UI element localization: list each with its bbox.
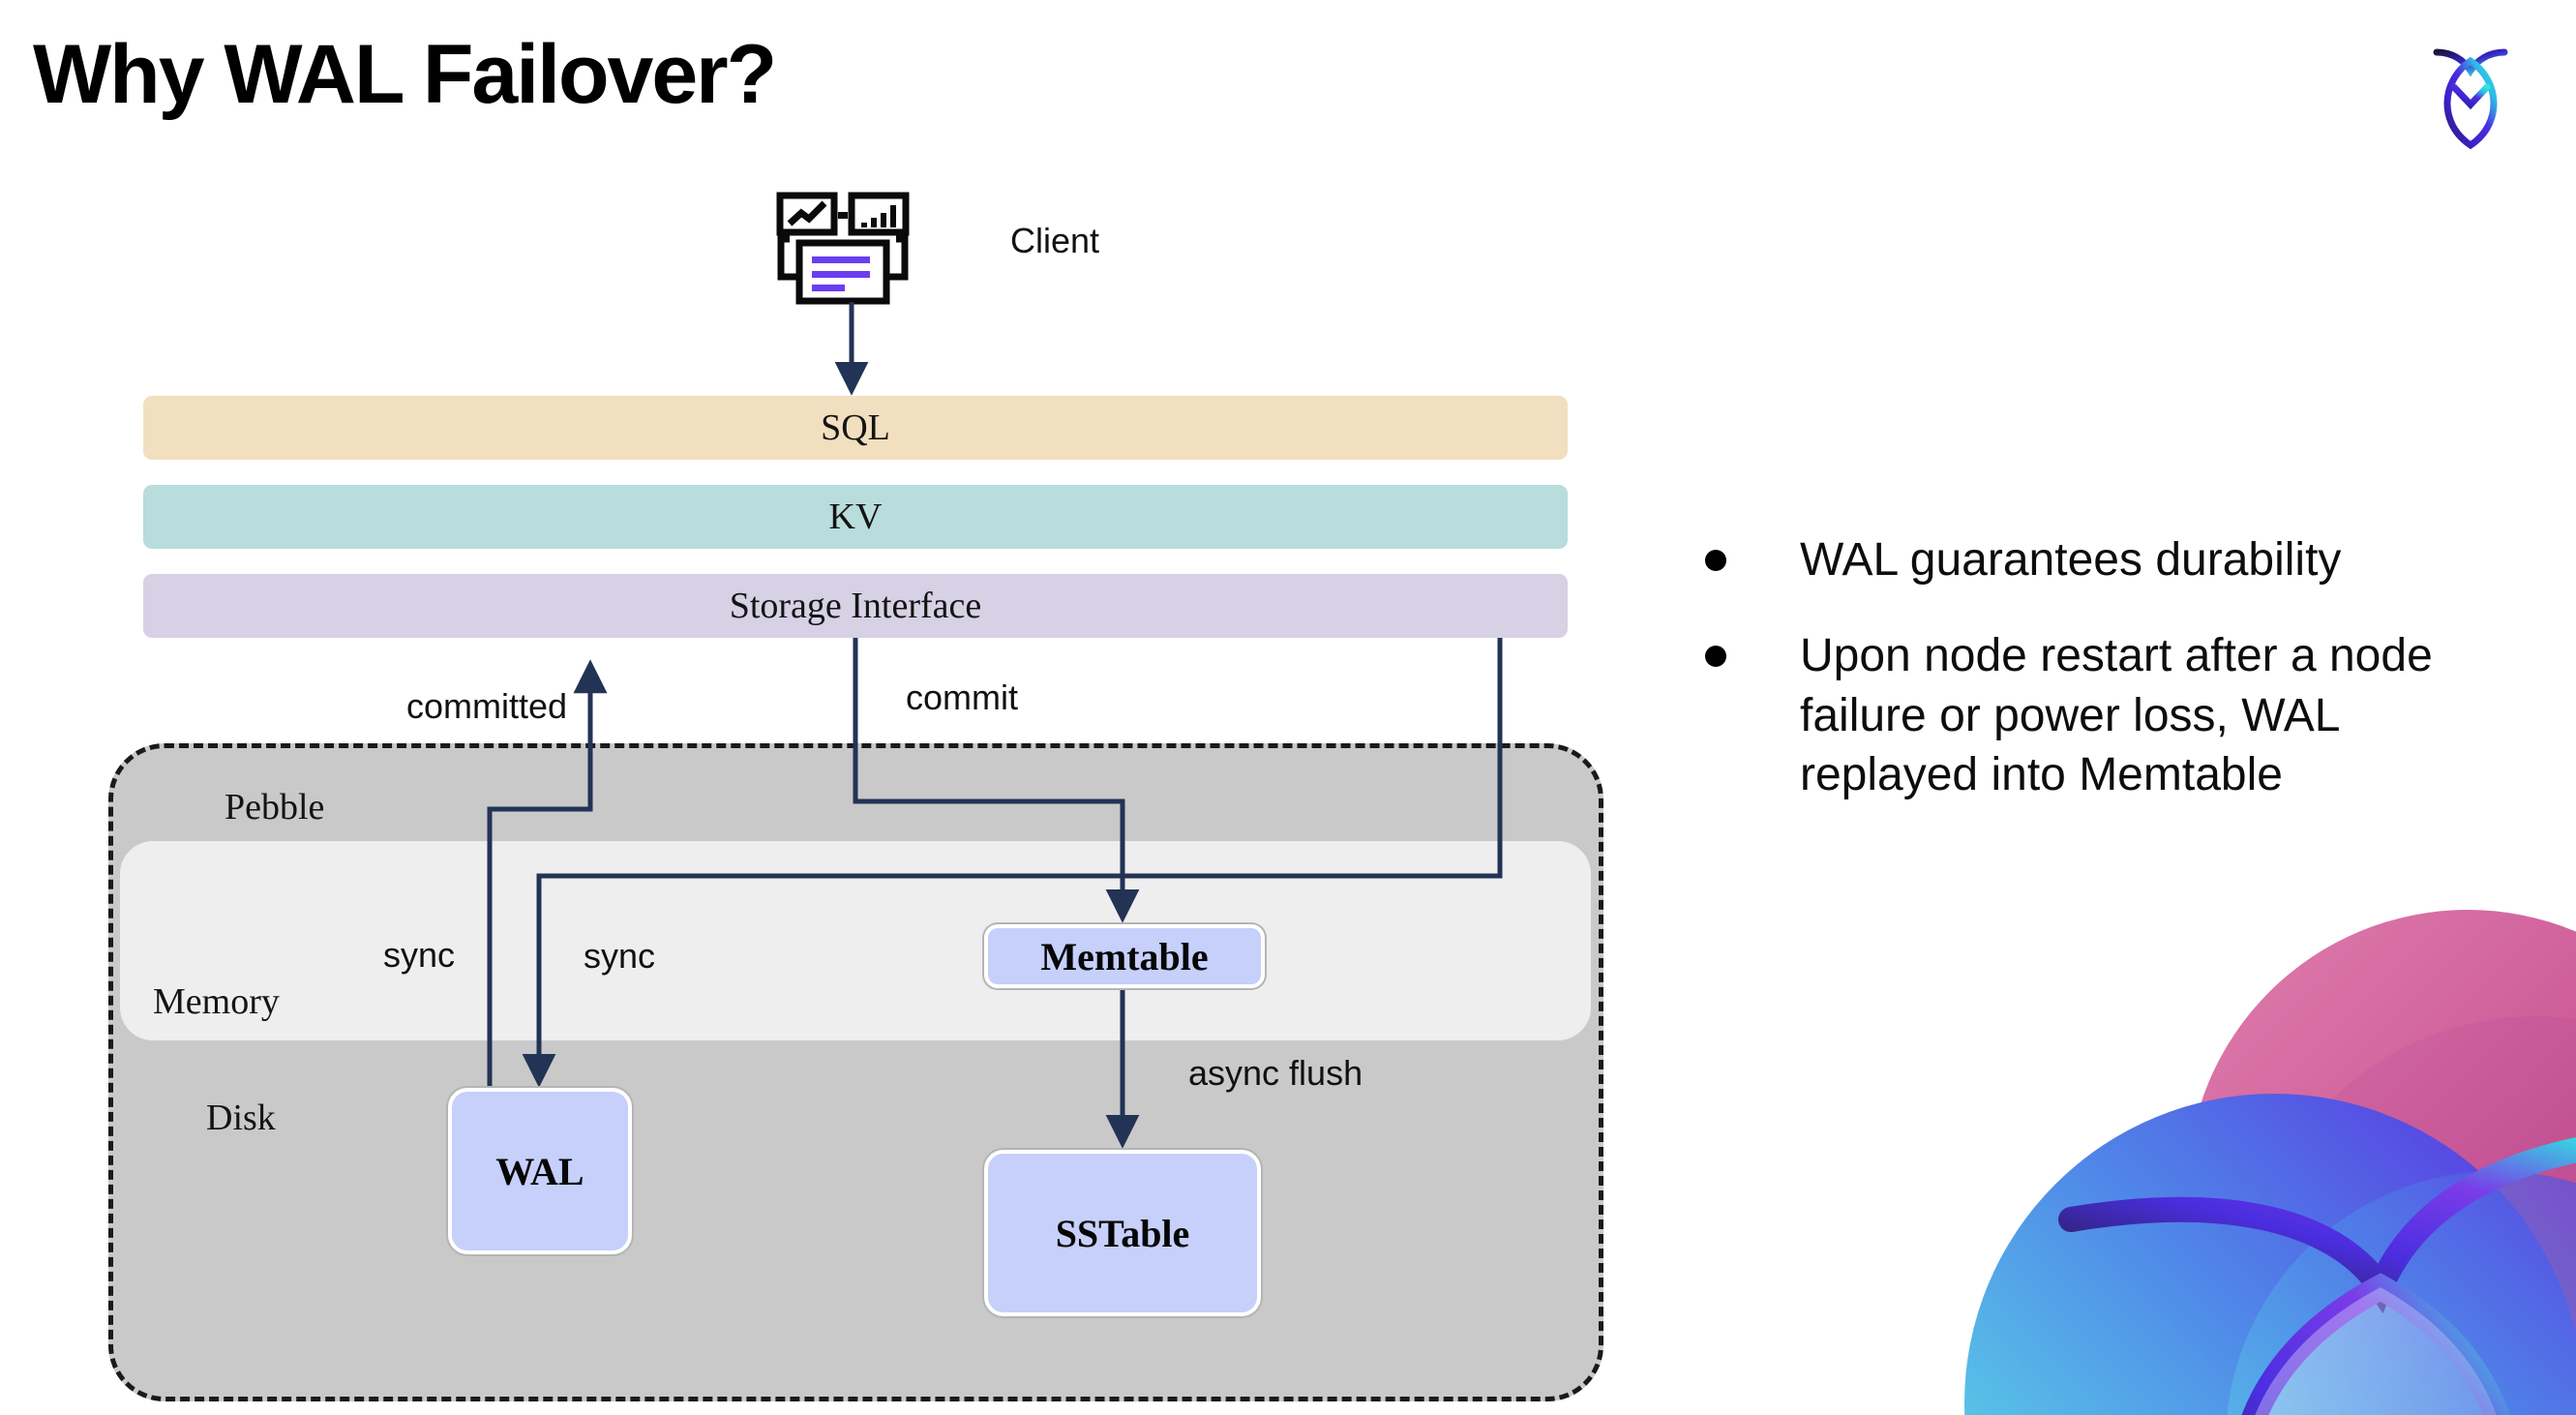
diagram-box-sstable: SSTable bbox=[984, 1150, 1261, 1316]
edge-label-committed: committed bbox=[406, 686, 568, 726]
client-dashboard-icon bbox=[774, 192, 929, 308]
layer-bar-kv-label: KV bbox=[828, 497, 883, 537]
memory-region bbox=[120, 841, 1591, 1040]
bullet-item: Upon node restart after a node failure o… bbox=[1705, 626, 2508, 804]
page-title: Why WAL Failover? bbox=[33, 28, 777, 121]
bullet-text: WAL guarantees durability bbox=[1800, 534, 2342, 586]
layer-bar-kv: KV bbox=[143, 485, 1568, 549]
edge-label-sync-left: sync bbox=[383, 935, 456, 975]
pebble-label: Pebble bbox=[225, 787, 325, 828]
layer-bar-sql: SQL bbox=[143, 396, 1568, 460]
diagram-box-wal-label: WAL bbox=[495, 1149, 584, 1193]
edge-label-sync-right: sync bbox=[584, 936, 656, 976]
client-label: Client bbox=[1010, 221, 1100, 260]
diagram-box-sstable-label: SSTable bbox=[1055, 1211, 1190, 1255]
bullet-dot-icon bbox=[1705, 646, 1726, 668]
bullet-dot-icon bbox=[1705, 550, 1726, 571]
memory-label: Memory bbox=[153, 981, 280, 1022]
diagram-box-memtable: Memtable bbox=[984, 924, 1265, 988]
layer-bar-storage-interface: Storage Interface bbox=[143, 574, 1568, 638]
overlapping-circles-artwork-icon bbox=[1955, 900, 2576, 1415]
diagram-box-wal: WAL bbox=[448, 1088, 632, 1254]
cockroach-labs-logo-icon bbox=[2408, 27, 2533, 163]
layer-bar-sql-label: SQL bbox=[821, 407, 890, 448]
edge-label-commit: commit bbox=[906, 677, 1018, 717]
diagram-box-memtable-label: Memtable bbox=[1040, 934, 1209, 978]
disk-label: Disk bbox=[206, 1098, 276, 1138]
bullet-list: WAL guarantees durability Upon node rest… bbox=[1705, 530, 2508, 842]
edge-label-async-flush: async flush bbox=[1188, 1053, 1363, 1093]
layer-bar-storage-interface-label: Storage Interface bbox=[729, 586, 982, 626]
bullet-item: WAL guarantees durability bbox=[1705, 530, 2508, 589]
bullet-text: Upon node restart after a node failure o… bbox=[1800, 630, 2433, 801]
